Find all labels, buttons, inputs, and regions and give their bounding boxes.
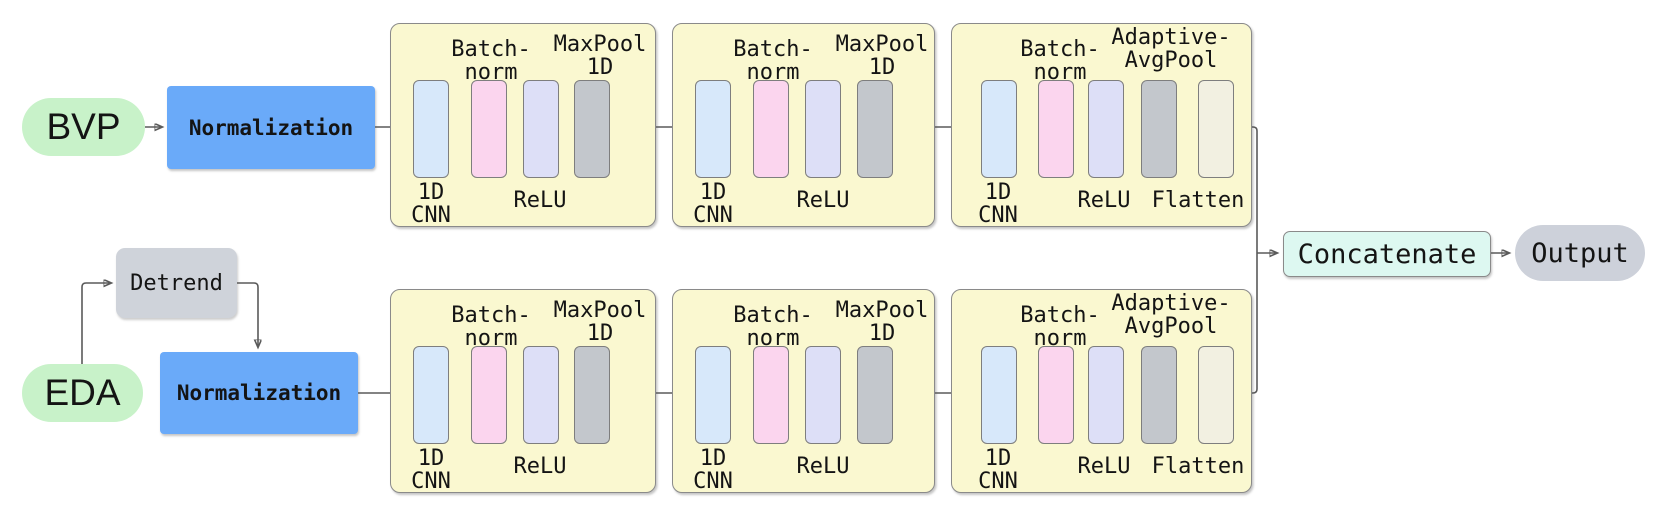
output-node: Output — [1515, 225, 1645, 281]
batchnorm-label: Batch-norm — [733, 303, 813, 351]
batchnorm-bar — [471, 346, 507, 444]
relu-label: ReLU — [1077, 454, 1131, 479]
avgpool-bar — [1141, 346, 1177, 444]
normalization-bottom-node: Normalization — [160, 352, 358, 434]
flatten-label: Flatten — [1151, 188, 1245, 213]
batchnorm-label: Batch-norm — [451, 37, 531, 85]
relu-label: ReLU — [796, 188, 850, 213]
adaptive-avgpool-label: Adaptive-AvgPool — [1111, 25, 1231, 73]
concatenate-node: Concatenate — [1283, 231, 1491, 277]
maxpool-bar — [574, 346, 610, 444]
detrend-node: Detrend — [116, 248, 237, 318]
conv1d-bar — [695, 346, 731, 444]
batchnorm-label: Batch-norm — [1020, 37, 1100, 85]
conv1d-bar — [695, 80, 731, 178]
avgpool-bar — [1141, 80, 1177, 178]
batchnorm-label: Batch-norm — [451, 303, 531, 351]
conv1d-bar — [981, 80, 1017, 178]
maxpool-bar — [857, 80, 893, 178]
conv1d-bar — [981, 346, 1017, 444]
batchnorm-bar — [1038, 346, 1074, 444]
conv1d-bar — [413, 346, 449, 444]
flatten-label: Flatten — [1151, 454, 1245, 479]
maxpool-bar — [574, 80, 610, 178]
normalization-top-node: Normalization — [167, 86, 375, 169]
maxpool-bar — [857, 346, 893, 444]
adaptive-avgpool-label: Adaptive-AvgPool — [1111, 291, 1231, 339]
relu-bar — [1088, 80, 1124, 178]
relu-bar — [805, 346, 841, 444]
relu-bar — [805, 80, 841, 178]
conv1d-bar — [413, 80, 449, 178]
relu-bar — [523, 80, 559, 178]
relu-label: ReLU — [513, 454, 567, 479]
batchnorm-bar — [753, 346, 789, 444]
relu-label: ReLU — [513, 188, 567, 213]
batchnorm-label: Batch-norm — [733, 37, 813, 85]
bvp-node: BVP — [22, 98, 145, 156]
flatten-bar — [1198, 80, 1234, 178]
relu-label: ReLU — [1077, 188, 1131, 213]
batchnorm-bar — [753, 80, 789, 178]
flatten-bar — [1198, 346, 1234, 444]
relu-bar — [1088, 346, 1124, 444]
relu-label: ReLU — [796, 454, 850, 479]
batchnorm-label: Batch-norm — [1020, 303, 1100, 351]
batchnorm-bar — [1038, 80, 1074, 178]
eda-node: EDA — [22, 364, 143, 422]
wire-eda-to-detrend — [81, 283, 111, 364]
batchnorm-bar — [471, 80, 507, 178]
wire-detrend-to-norm — [237, 282, 258, 347]
relu-bar — [523, 346, 559, 444]
